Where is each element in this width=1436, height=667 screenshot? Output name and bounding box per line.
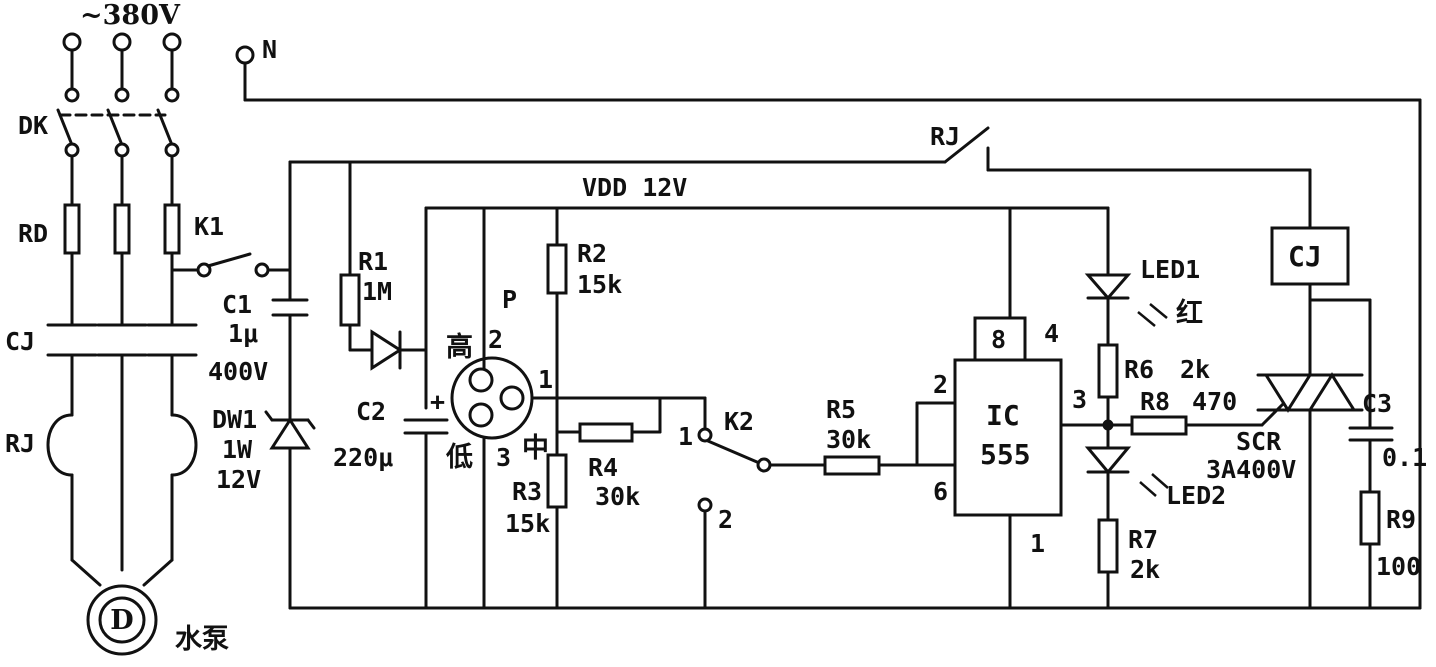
c1-value: 1μ (228, 319, 258, 348)
ic-pin8-label: 8 (991, 325, 1006, 354)
r1-diode-branch (339, 160, 428, 371)
cj-coil-label: CJ (1288, 240, 1322, 273)
r9-name: R9 (1386, 505, 1416, 534)
r4-name: R4 (588, 453, 618, 482)
pin-high-label: 高 (446, 331, 473, 363)
neutral-terminal (235, 45, 255, 65)
c2-plus: + (430, 387, 445, 416)
dw1-zener (264, 410, 316, 610)
k2-pos1-label: 1 (678, 422, 693, 451)
supply-terminal-l3 (162, 32, 182, 52)
k2-name: K2 (724, 407, 754, 436)
r6-value: 2k (1180, 355, 1210, 384)
r9-value: 100 (1376, 552, 1421, 581)
c2-name: C2 (356, 397, 386, 426)
r3-value: 15k (505, 509, 550, 538)
ic-pin4-label: 4 (1044, 319, 1059, 348)
dk-breaker (56, 108, 180, 158)
dk-label: DK (18, 111, 48, 140)
supply-terminal-l2 (112, 32, 132, 52)
k1-switch (170, 252, 292, 278)
neutral-wire (235, 45, 1422, 610)
cj-coil (1270, 226, 1372, 430)
pump-label: 水泵 (175, 624, 229, 655)
supply-terminal-l1 (62, 32, 82, 52)
r7-value: 2k (1130, 555, 1160, 584)
pin-low-label: 低 (445, 442, 473, 473)
led-column (1084, 206, 1169, 610)
neutral-label: N (262, 35, 277, 64)
scr-name: SCR (1236, 427, 1282, 456)
dw1-power: 1W (222, 435, 253, 464)
supply-label: ~380V (80, 0, 181, 31)
led1-color: 红 (1176, 297, 1203, 329)
ic-type: 555 (980, 438, 1031, 471)
probe-name: P (502, 285, 517, 314)
ic-555 (915, 206, 1110, 610)
ic-pin1-label: 1 (1030, 529, 1045, 558)
top-rail (288, 126, 1312, 302)
r3-name: R3 (512, 477, 542, 506)
c2-capacitor (403, 418, 449, 435)
r4-value: 30k (595, 482, 640, 511)
r7-name: R7 (1128, 525, 1158, 554)
c1-name: C1 (222, 290, 252, 319)
r5-value: 30k (826, 425, 871, 454)
c2-value: 220μ (333, 443, 393, 472)
r4-resistor (555, 396, 662, 443)
r2-name: R2 (577, 239, 607, 268)
r5-resistor (823, 455, 957, 476)
led1-name: LED1 (1140, 255, 1200, 284)
r1-name: R1 (358, 247, 388, 276)
ic-pin2-label: 2 (933, 370, 948, 399)
pin-mid-label: 中 (522, 433, 549, 464)
scr-triac (1256, 372, 1364, 610)
mains-supply (62, 32, 182, 103)
pin-2-label: 2 (488, 325, 503, 354)
rd-label: RD (18, 219, 48, 248)
rj-thermal-relay (46, 353, 198, 587)
vdd-label: VDD 12V (582, 173, 687, 202)
scr-value: 3A400V (1206, 455, 1296, 484)
rd-fuses (63, 154, 181, 327)
ic-name: IC (986, 399, 1020, 432)
vdd-rail (424, 206, 1110, 610)
ic-pin6-label: 6 (933, 477, 948, 506)
probe-p (450, 206, 662, 610)
cj-left-label: CJ (5, 327, 35, 356)
r5-name: R5 (826, 395, 856, 424)
r8-resistor (1106, 400, 1287, 436)
pump-motor: D (86, 584, 158, 656)
k2-switch (658, 396, 827, 610)
c3-value: 0.1 (1382, 443, 1427, 472)
rj-contact-label: RJ (930, 122, 960, 151)
r2-value: 15k (577, 270, 622, 299)
c1-voltage: 400V (208, 357, 268, 386)
k1-label: K1 (194, 212, 224, 241)
r2-r3-divider (546, 206, 568, 610)
r1-value: 1M (362, 277, 392, 306)
ic-pin3-label: 3 (1072, 385, 1087, 414)
dw1-voltage: 12V (216, 465, 261, 494)
led2-name: LED2 (1166, 481, 1226, 510)
r8-name: R8 (1140, 387, 1170, 416)
motor-label: D (110, 605, 133, 636)
cj-main-contacts (46, 323, 198, 357)
k2-pos2-label: 2 (718, 505, 733, 534)
r8-value: 470 (1192, 387, 1237, 416)
pin-3-label: 3 (496, 443, 511, 472)
pin-1-label: 1 (538, 365, 553, 394)
rj-left-label: RJ (5, 429, 35, 458)
c3-name: C3 (1362, 389, 1392, 418)
c3-r9-snubber (1348, 426, 1394, 610)
c1-capacitor (271, 298, 309, 422)
dw1-name: DW1 (212, 405, 257, 434)
r6-name: R6 (1124, 355, 1154, 384)
